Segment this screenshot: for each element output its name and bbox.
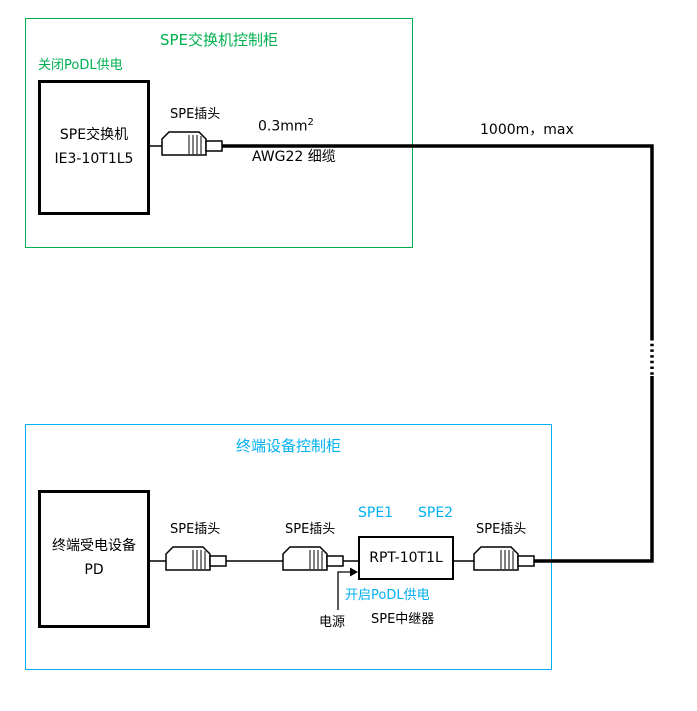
terminal-cabinet-title: 终端设备控制柜 [235, 437, 341, 455]
spe-plug-label-2: SPE插头 [285, 522, 336, 537]
spe-plug-icon [165, 546, 227, 571]
pd-device-box: 终端受电设备 PD [38, 490, 150, 628]
spe-plug-icon [473, 546, 535, 571]
spe-plug-label-3: SPE插头 [476, 522, 527, 537]
cable-bottom-run [534, 376, 654, 563]
spe2-port-label: SPE2 [418, 505, 454, 521]
spe-repeater-label: SPE中继器 [371, 612, 435, 627]
repeater-model: RPT-10T1L [369, 550, 443, 566]
spe-switch-name: SPE交换机 [59, 126, 129, 143]
thin-cable-segments [150, 145, 476, 562]
spe-plug-icon [282, 546, 344, 571]
spe-switch-device-box: SPE交换机 IE3-10T1L5 [38, 80, 150, 215]
cable-spec-label: 0.3mm2 [258, 117, 314, 135]
spe-switch-cabinet-title: SPE交换机控制柜 [159, 31, 279, 49]
pd-name: 终端受电设备 [52, 538, 136, 555]
repeater-device-box: RPT-10T1L [358, 536, 454, 580]
spe-plug-label-top: SPE插头 [170, 107, 221, 122]
spe-plug-icon [161, 131, 223, 156]
spe-plug-label-1: SPE插头 [170, 522, 221, 537]
cable-top-run [222, 144, 654, 338]
cable-spec-sup: 2 [307, 117, 314, 128]
power-arrow [337, 567, 358, 610]
cable-spec-base: 0.3mm [258, 118, 308, 135]
cable-type-label: AWG22 细缆 [252, 149, 336, 165]
podl-on-label: 开启PoDL供电 [345, 588, 430, 603]
pd-abbr: PD [84, 562, 104, 578]
main-cable [222, 144, 654, 563]
terminal-cabinet-box: 终端设备控制柜 [25, 424, 552, 670]
spe-switch-model: IE3-10T1L5 [54, 150, 134, 167]
power-source-label: 电源 [319, 615, 346, 630]
cable-length-label: 1000m，max [480, 122, 574, 138]
podl-off-label: 关闭PoDL供电 [38, 58, 123, 73]
spe-switch-cabinet-box: SPE交换机控制柜 [25, 18, 413, 248]
spe1-port-label: SPE1 [358, 505, 394, 521]
